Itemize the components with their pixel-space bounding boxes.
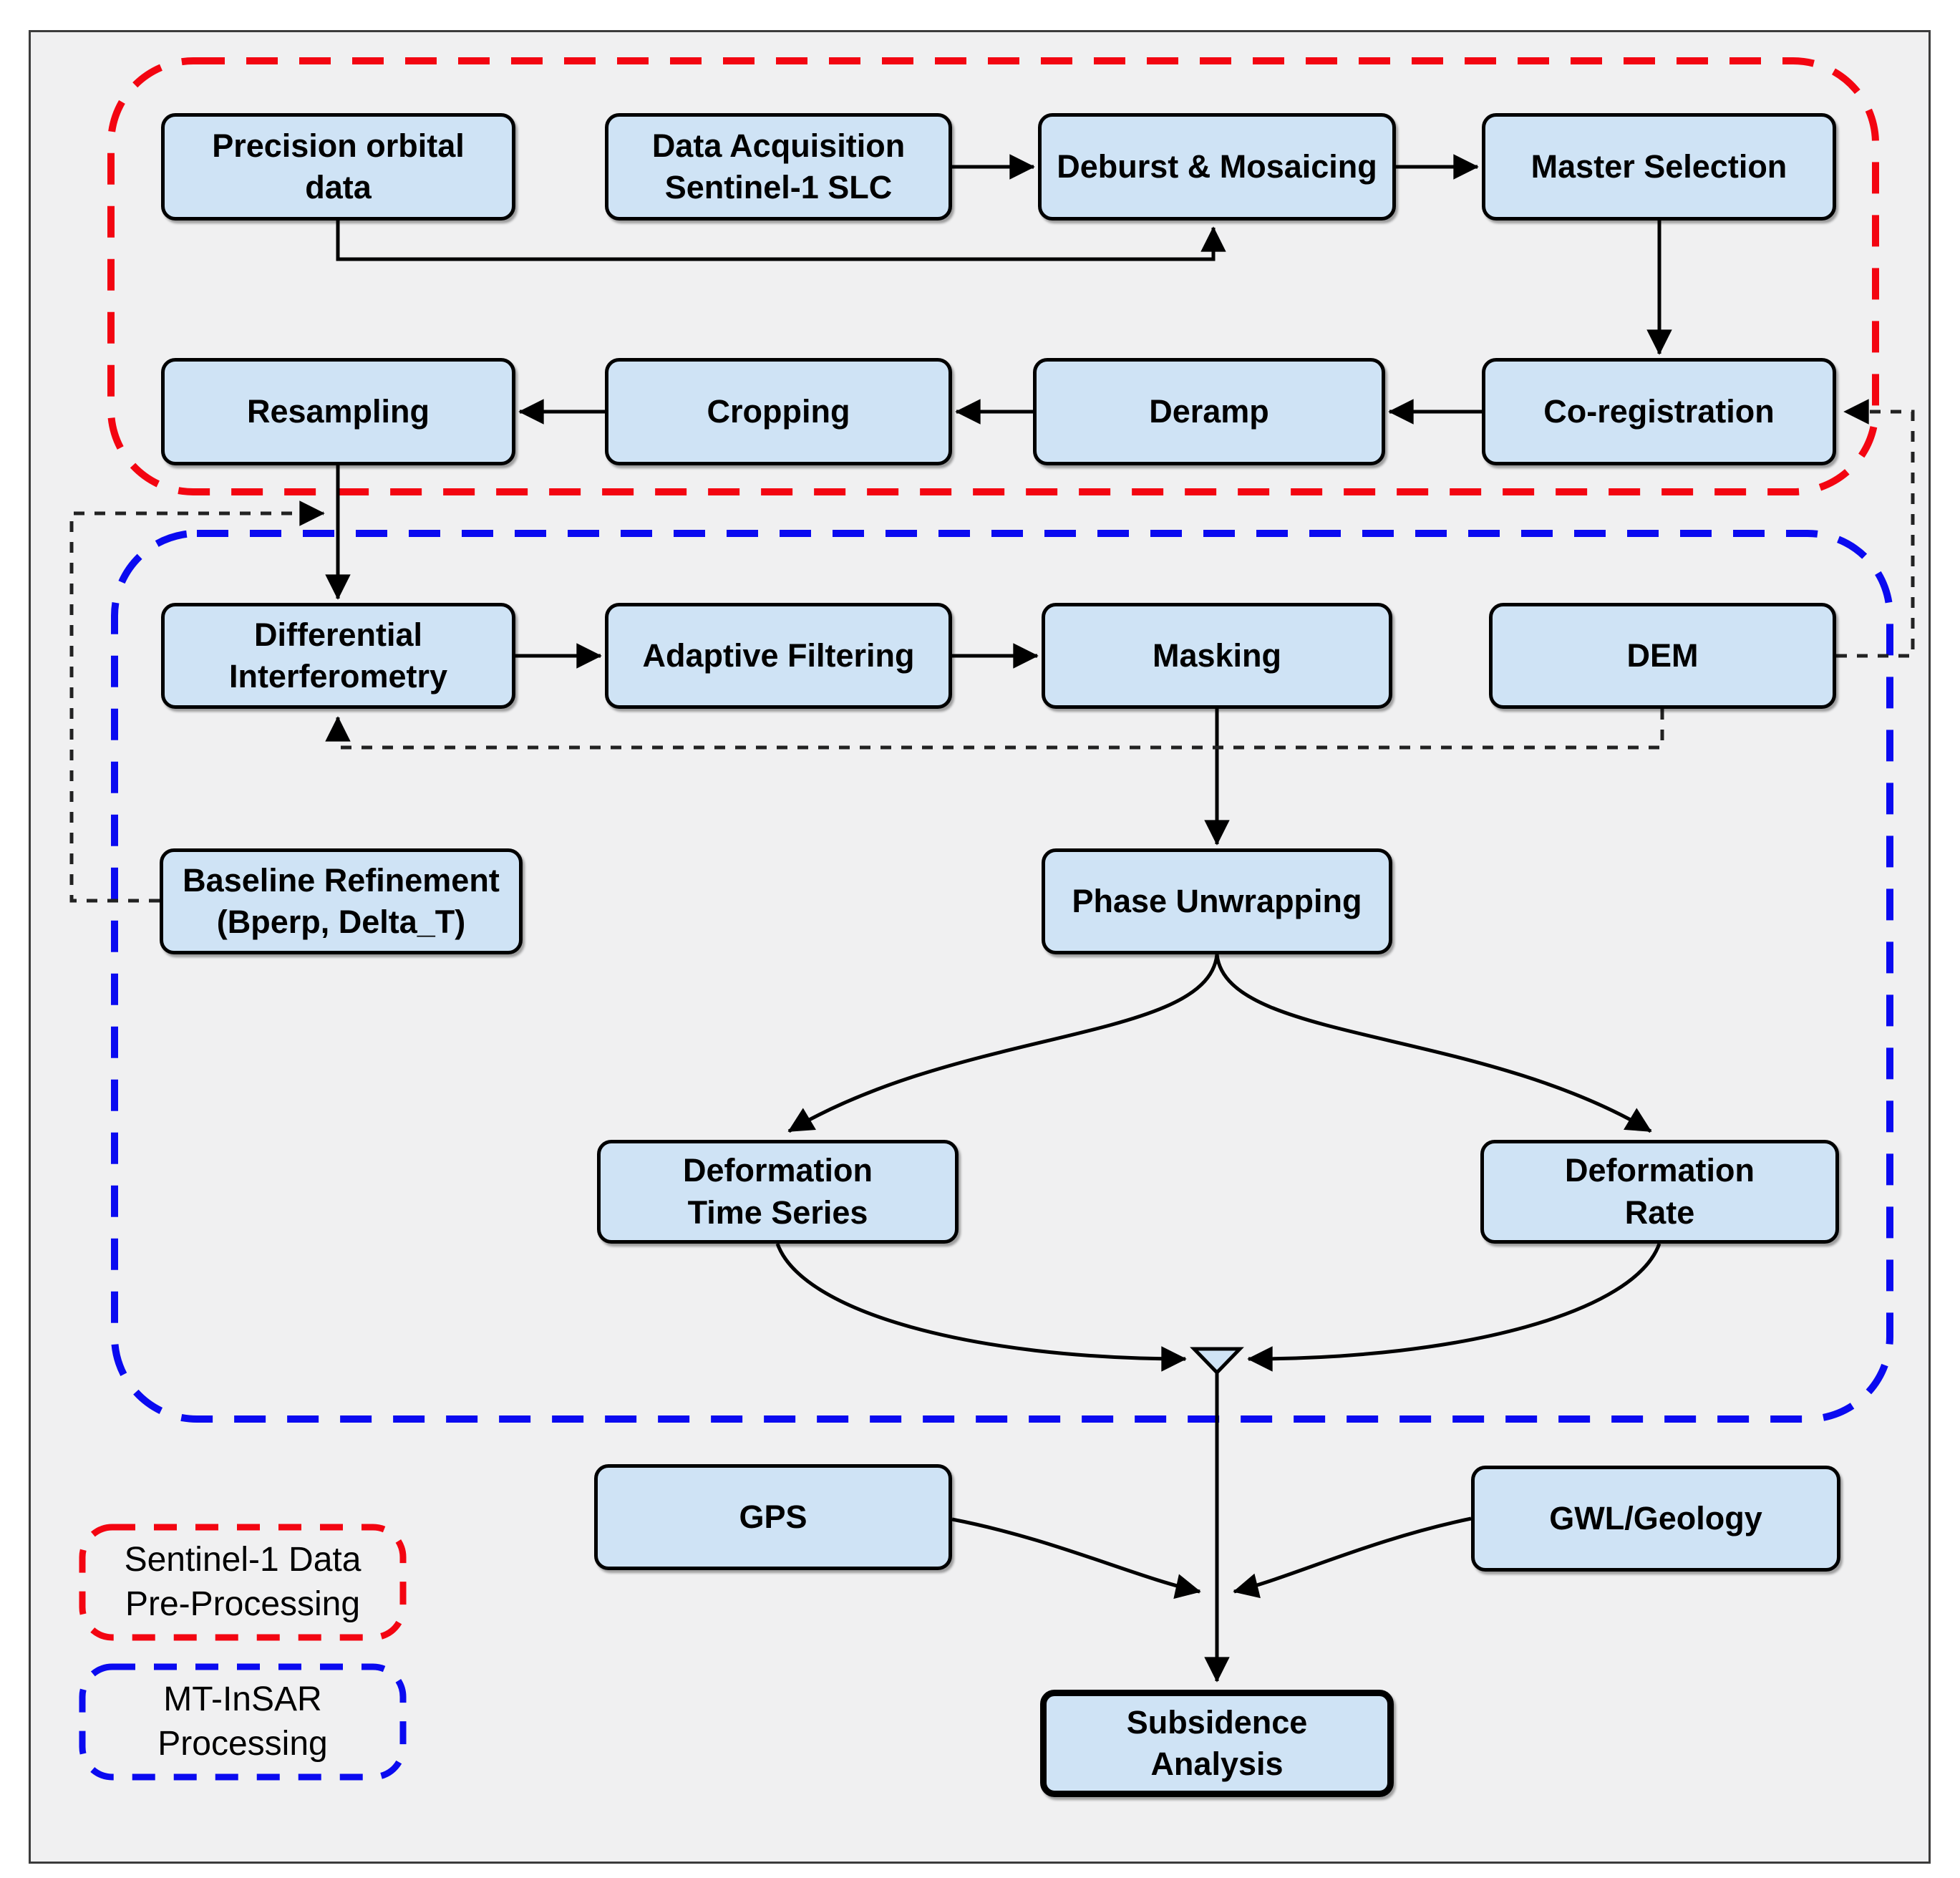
edge-dem-to-differential-interferometry-dashed xyxy=(325,709,1664,750)
edge-baseline-refinement-feedback-dashed xyxy=(69,500,325,903)
edge-dem-to-co-registration-dashed xyxy=(1836,399,1915,658)
edge-gwl-geology-to-merge-line xyxy=(1233,1516,1472,1599)
node-phase-unwrapping: Phase Unwrapping xyxy=(1042,848,1392,954)
node-gps: GPS xyxy=(594,1464,952,1570)
node-deramp: Deramp xyxy=(1033,358,1385,465)
node-deformation-rate: Deformation Rate xyxy=(1480,1140,1839,1244)
edge-gps-to-merge-line xyxy=(951,1517,1201,1599)
merge-triangle-icon xyxy=(1190,1347,1244,1375)
legend-label-sentinel-preprocessing: Sentinel-1 Data Pre-Processing xyxy=(124,1540,362,1623)
node-deburst-mosaicing: Deburst & Mosaicing xyxy=(1038,113,1396,221)
node-subsidence-analysis: Subsidence Analysis xyxy=(1040,1690,1394,1797)
node-deformation-time-series: Deformation Time Series xyxy=(597,1140,959,1244)
node-differential-interferometry: Differential Interferometry xyxy=(161,603,515,709)
region-mt-insar-processing xyxy=(111,530,1893,1423)
node-resampling: Resampling xyxy=(161,358,515,465)
node-adaptive-filtering: Adaptive Filtering xyxy=(605,603,952,709)
legend-box-sentinel-preprocessing xyxy=(79,1524,407,1641)
region-sentinel-preprocessing xyxy=(107,57,1879,495)
legend-label-mt-insar-processing: MT-InSAR Processing xyxy=(157,1680,328,1763)
node-cropping: Cropping xyxy=(605,358,952,465)
node-baseline-refinement: Baseline Refinement (Bperp, Delta_T) xyxy=(160,848,523,954)
node-data-acquisition: Data Acquisition Sentinel-1 SLC xyxy=(605,113,952,221)
legend-box-mt-insar-processing xyxy=(79,1663,407,1781)
edge-precision-orbital-to-deburst xyxy=(336,221,1226,261)
node-dem: DEM xyxy=(1489,603,1836,709)
node-master-selection: Master Selection xyxy=(1482,113,1836,221)
node-gwl-geology: GWL/Geology xyxy=(1471,1466,1840,1572)
edge-phase-unwrapping-to-deformation-time-series xyxy=(787,954,1219,1133)
edge-deformation-time-series-to-merge xyxy=(775,1243,1187,1372)
node-co-registration: Co-registration xyxy=(1482,358,1836,465)
edge-deformation-rate-to-merge xyxy=(1247,1243,1661,1372)
node-precision-orbital-data: Precision orbital data xyxy=(161,113,515,221)
edge-phase-unwrapping-to-deformation-rate xyxy=(1215,954,1652,1133)
node-masking: Masking xyxy=(1042,603,1392,709)
